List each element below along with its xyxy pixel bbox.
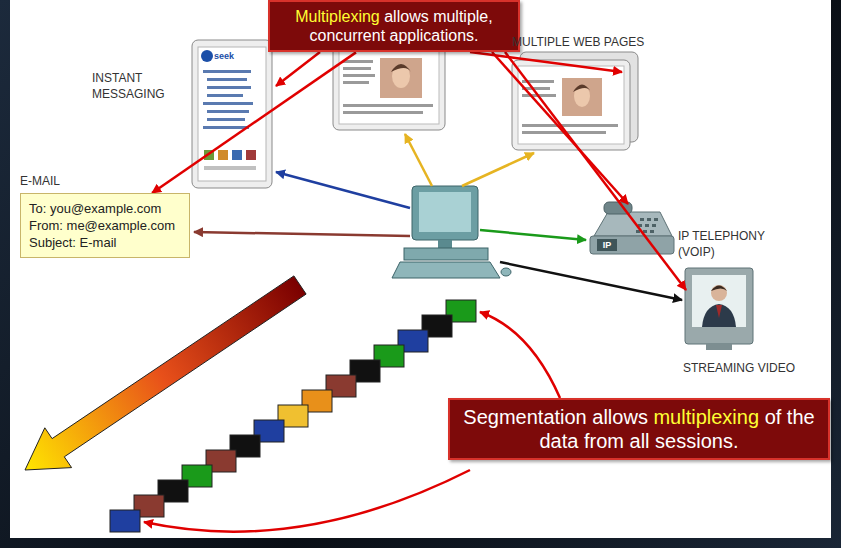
app-label: IP TELEPHONY (VOIP) [678, 228, 782, 260]
callout-text: Segmentation allows [463, 406, 648, 428]
callout-box: Segmentation allows multiplexing of the … [448, 398, 830, 460]
highlight-text: Multiplexing [295, 8, 379, 25]
node-heading: E-MAIL [20, 174, 190, 188]
app-label: STREAMING VIDEO [683, 360, 823, 376]
app-label: INSTANT MESSAGING [92, 70, 184, 102]
email-line: To: you@example.com [29, 200, 181, 217]
email-line: Subject: E-mail [29, 234, 181, 251]
email-box: E-MAIL To: you@example.comFrom: me@exampl… [20, 174, 190, 258]
flow-arrow [25, 276, 306, 470]
logo-text: seek [214, 50, 256, 62]
segment-stream [110, 300, 476, 532]
app-label: MULTIPLE WEB PAGES [512, 34, 682, 50]
email-line: From: me@example.com [29, 217, 181, 234]
highlight-text: multiplexing [653, 406, 759, 428]
ip-phone [590, 202, 674, 254]
application-arrows [194, 134, 682, 300]
phone-badge: IP [597, 239, 617, 251]
callout-box: Multiplexing allows multiple, concurrent… [268, 0, 520, 52]
video-monitor [685, 268, 753, 350]
callout-leaders [276, 52, 686, 290]
leader-arrow [152, 52, 356, 193]
email-body: To: you@example.comFrom: me@example.comS… [20, 193, 190, 258]
im-screenshot [192, 40, 272, 188]
